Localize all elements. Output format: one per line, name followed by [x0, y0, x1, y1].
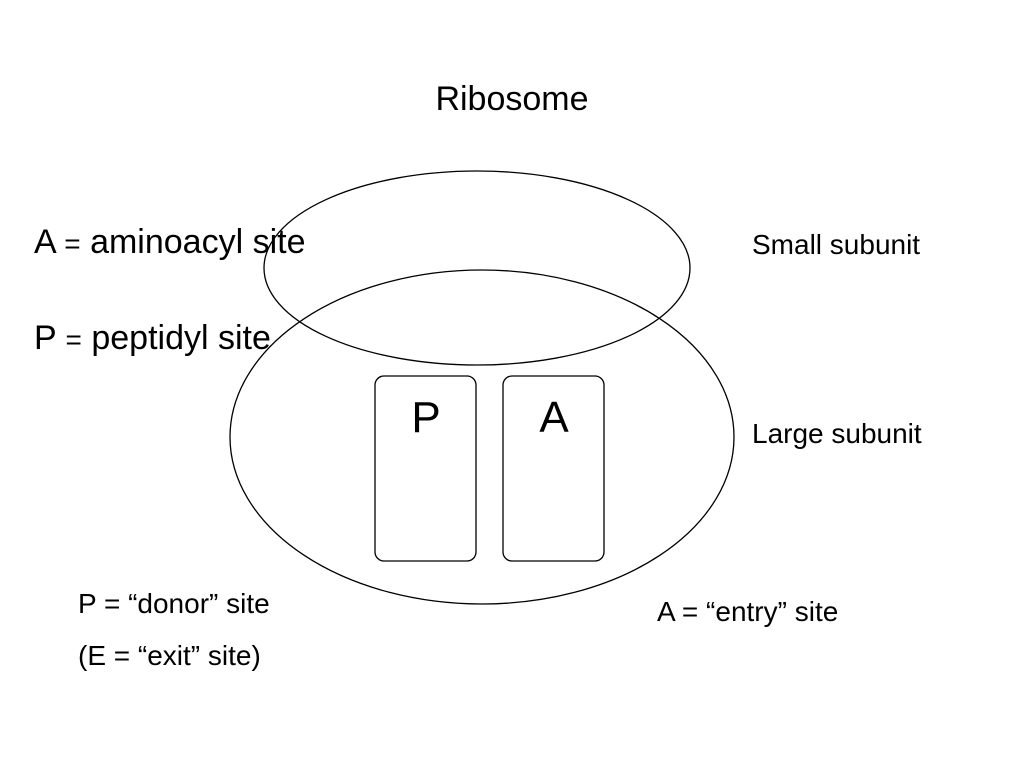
a-site-box [502, 375, 605, 562]
large-subunit-label: Large subunit [752, 418, 922, 449]
exit-site-note: (E = “exit” site) [78, 640, 261, 671]
entry-site-note: A = “entry” site [657, 596, 839, 627]
definition-p-text: peptidyl site [91, 319, 271, 357]
donor-site-note: P = “donor” site [78, 588, 270, 619]
definition-a-letter: A [34, 223, 55, 261]
definition-a-equals: = [64, 228, 81, 259]
small-subunit-label: Small subunit [752, 229, 921, 260]
definition-p-letter: P [34, 319, 57, 357]
large-subunit-shape [229, 269, 735, 605]
definition-aminoacyl: A = aminoacyl site [34, 225, 306, 259]
definition-p-equals: = [65, 324, 82, 355]
small-subunit-shape [263, 170, 691, 366]
slide-title: Ribosome [435, 80, 589, 118]
definition-peptidyl: P = peptidyl site [34, 321, 271, 355]
a-site-letter: A [539, 393, 569, 442]
p-site-letter: P [411, 393, 440, 442]
definition-a-text: aminoacyl site [90, 223, 306, 261]
p-site-box [374, 375, 477, 562]
